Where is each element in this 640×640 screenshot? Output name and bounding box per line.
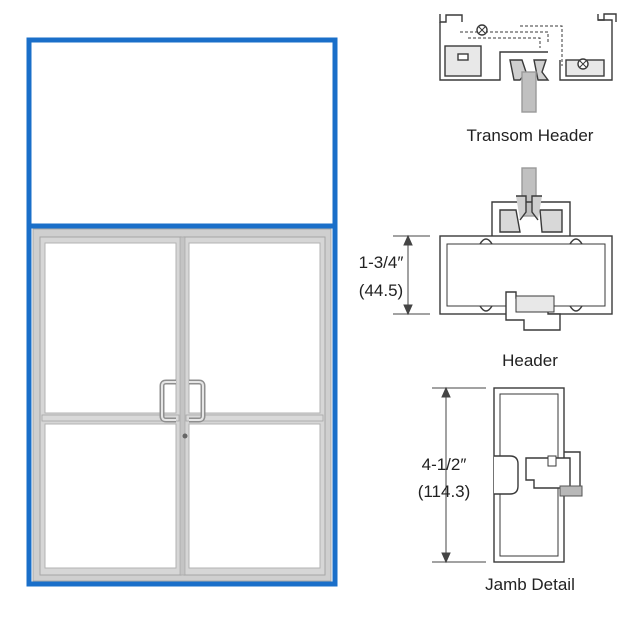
header-height-inches: 1-3/4″	[359, 253, 404, 272]
jamb-dimension-line	[432, 386, 486, 564]
jamb-depth-inches: 4-1/2″	[422, 455, 467, 474]
pull-handles	[159, 379, 206, 423]
jamb-detail-label: Jamb Detail	[485, 575, 575, 594]
meeting-stile	[179, 236, 186, 576]
lock-cylinder-icon	[182, 433, 188, 439]
transom-panel	[26, 37, 338, 229]
jamb-depth-mm: (114.3)	[418, 482, 471, 501]
header-dimension-line	[393, 234, 430, 316]
left-door-leaf	[39, 236, 182, 576]
transom-header-profile	[439, 13, 617, 113]
transom-header-label: Transom Header	[467, 126, 594, 145]
header-height-mm: (44.5)	[359, 281, 403, 300]
right-door-leaf	[183, 236, 326, 576]
header-profile	[439, 167, 613, 331]
header-label: Header	[502, 351, 558, 370]
jamb-profile	[493, 387, 583, 563]
